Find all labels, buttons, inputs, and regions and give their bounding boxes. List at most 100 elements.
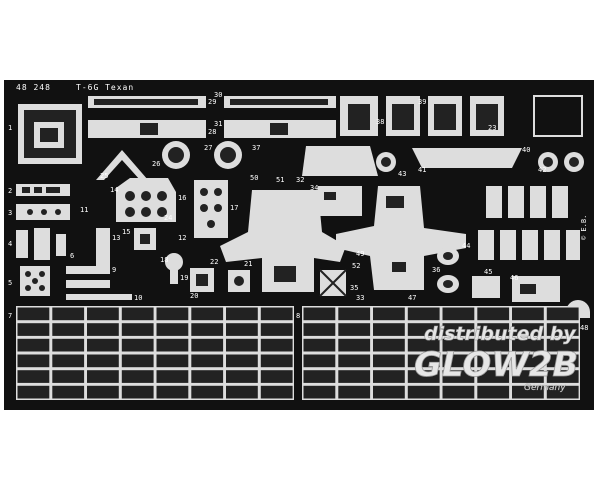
part-label-28: 28	[208, 128, 216, 136]
part-label-2: 2	[8, 187, 12, 195]
part-47-floor-plate	[336, 186, 466, 290]
part-label-26: 26	[152, 160, 160, 168]
part-label-11: 11	[80, 206, 88, 214]
part-label-33: 33	[356, 294, 364, 302]
part-30-strip	[224, 96, 336, 108]
part-label-52: 52	[352, 262, 360, 270]
part-9-strip	[66, 266, 110, 288]
part-label-31: 31	[214, 120, 222, 128]
part-33-crossed-square	[319, 269, 347, 297]
part-label-29: 29	[208, 98, 216, 106]
part-43-gauges	[376, 152, 584, 172]
copyright-mark: © E.B.	[580, 215, 588, 240]
part-label-34: 34	[310, 184, 318, 192]
part-label-38: 38	[376, 118, 384, 126]
part-45-block	[472, 276, 500, 298]
part-44-ribs-bottom	[478, 230, 580, 260]
part-label-15: 15	[122, 228, 130, 236]
part-39-frame	[386, 96, 420, 136]
part-10-strip	[66, 294, 132, 300]
part-34-seat-back	[302, 146, 378, 216]
part-label-40: 40	[522, 146, 530, 154]
part-29-strip	[88, 96, 206, 108]
watermark-brand: GLOW2B	[414, 345, 578, 385]
part-label-22: 22	[210, 258, 218, 266]
part-label-50: 50	[250, 174, 258, 182]
part-23-frame	[470, 96, 504, 136]
part-label-19: 19	[180, 274, 188, 282]
part-label-48: 48	[580, 324, 588, 332]
model-name: T-6G Texan	[76, 83, 134, 92]
part-label-51: 51	[276, 176, 284, 184]
part-label-13: 13	[112, 234, 120, 242]
part-label-14: 14	[110, 186, 118, 194]
part-label-9: 9	[112, 266, 116, 274]
part-32-floor-plate	[220, 190, 346, 292]
watermark-distributed-by: distributed by	[424, 323, 577, 345]
part-label-12: 12	[178, 234, 186, 242]
part-label-44: 44	[462, 242, 470, 250]
part-26-gauge	[162, 141, 190, 169]
part-44-ribs-top	[486, 186, 568, 218]
part-label-1: 1	[8, 124, 12, 132]
part-13-bracket	[96, 228, 110, 268]
part-label-35: 35	[350, 284, 358, 292]
watermark-country: Germany	[524, 383, 566, 393]
part-1-panel	[18, 104, 82, 164]
part-3-strip	[16, 204, 70, 220]
part-25-belt	[96, 150, 148, 180]
part-27-gauge	[214, 141, 242, 169]
part-19-panel	[190, 268, 214, 292]
part-label-20: 20	[190, 292, 198, 300]
part-label-10: 10	[134, 294, 142, 302]
part-label-39: 39	[418, 98, 426, 106]
part-15-bracket	[134, 228, 156, 250]
part-16-instrument-panel	[116, 178, 176, 222]
part-label-7: 7	[8, 312, 12, 320]
part-label-8: 8	[296, 312, 300, 320]
part-label-3: 3	[8, 209, 12, 217]
part-label-21: 21	[244, 260, 252, 268]
part-28-strip	[88, 120, 206, 138]
part-41-bar	[412, 148, 522, 168]
part-label-16: 16	[178, 194, 186, 202]
part-label-27: 27	[204, 144, 212, 152]
part-18-lever	[165, 253, 183, 284]
part-31-strip	[224, 120, 336, 138]
part-38-frame	[340, 96, 378, 136]
part-label-43: 43	[398, 170, 406, 178]
part-label-46: 46	[510, 274, 518, 282]
part-label-37: 37	[252, 144, 260, 152]
part-8-grid	[302, 306, 580, 400]
part-42-solid-square	[533, 95, 583, 137]
part-21-panel	[228, 270, 250, 292]
part-36-rings	[437, 247, 459, 293]
part-label-4: 4	[8, 240, 12, 248]
part-label-45: 45	[484, 268, 492, 276]
part-label-42: 42	[538, 166, 546, 174]
part-label-49: 49	[356, 250, 364, 258]
part-label-47: 47	[408, 294, 416, 302]
part-label-17: 17	[230, 204, 238, 212]
part-label-32: 32	[296, 176, 304, 184]
part-label-23: 23	[488, 124, 496, 132]
part-label-36: 36	[432, 266, 440, 274]
part-label-6: 6	[70, 252, 74, 260]
part-46-block	[512, 276, 560, 302]
part-label-5: 5	[8, 279, 12, 287]
part-17-instrument-panel	[194, 180, 228, 238]
part-number-labels: 1 2 3 4 5 6 7 8 9 10 11 12 13 14 15 16 1…	[8, 91, 588, 332]
part-label-30: 30	[214, 91, 222, 99]
part-label-18: 18	[160, 256, 168, 264]
part-5-square	[20, 266, 50, 296]
part-label-25: 25	[100, 172, 108, 180]
part-label-24: 24	[164, 214, 172, 222]
product-code: 48 248	[16, 83, 51, 92]
part-4-brackets	[16, 228, 66, 260]
part-40-frame	[428, 96, 462, 136]
part-2-strip	[16, 184, 70, 196]
part-7-grid	[16, 306, 294, 400]
part-label-41: 41	[418, 166, 426, 174]
distributor-watermark: distributed by GLOW2B Germany	[414, 323, 579, 393]
